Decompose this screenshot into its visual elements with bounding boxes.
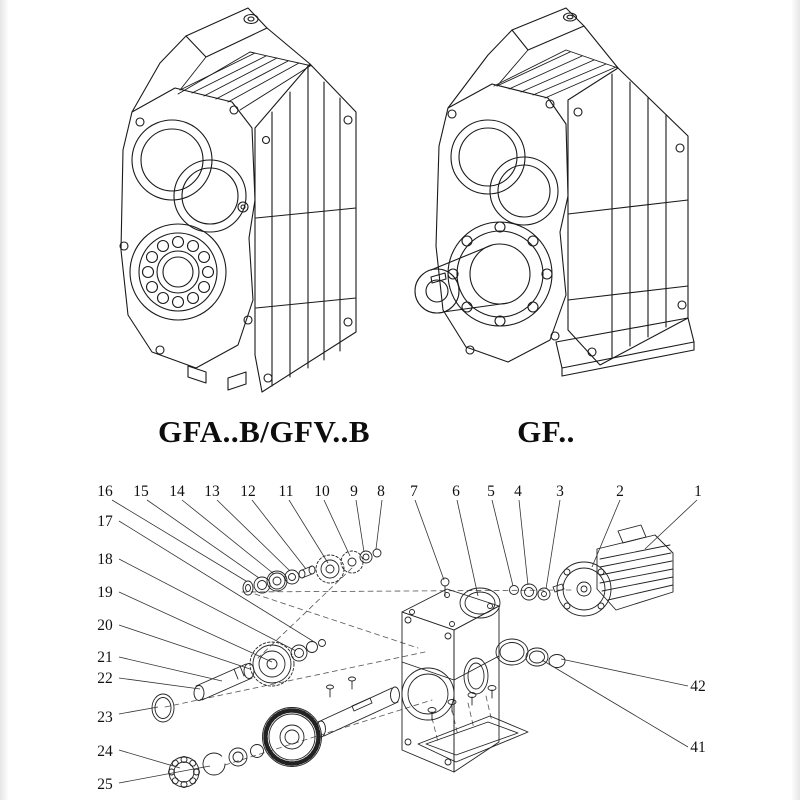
- callout-number: 14: [169, 483, 185, 500]
- callout-number: 23: [97, 709, 113, 726]
- front-face: [435, 83, 569, 363]
- cooling-fins: [493, 49, 619, 99]
- callout-number: 8: [377, 483, 385, 500]
- cooling-fins: [177, 51, 313, 111]
- callout-number: 17: [97, 513, 113, 530]
- callout-number: 16: [97, 483, 113, 500]
- callout-number: 11: [279, 483, 294, 500]
- output-shaft: [414, 244, 509, 314]
- side-panel: [254, 63, 357, 393]
- cover-plate: [417, 685, 529, 763]
- gearbox-right-drawing: [414, 7, 695, 377]
- callout-number: 21: [97, 649, 113, 666]
- callout-number: 20: [97, 617, 113, 634]
- callout-number: 2: [616, 483, 624, 500]
- assembly-axis-lines: [164, 567, 573, 766]
- callout-number: 6: [452, 483, 460, 500]
- callout-number: 15: [133, 483, 149, 500]
- gear-bores: [131, 119, 247, 233]
- side-panel: [567, 67, 689, 366]
- callout-number: 4: [514, 483, 522, 500]
- seal-rings: [459, 587, 566, 668]
- callout-number: 5: [487, 483, 495, 500]
- callout-number: 12: [240, 483, 256, 500]
- callout-number: 7: [410, 483, 418, 500]
- callout-number: 18: [97, 551, 113, 568]
- leader-lines: [111, 499, 698, 784]
- top-cap: [185, 7, 268, 58]
- gearbox-left-drawing: [119, 7, 357, 393]
- top-cap: [511, 7, 585, 51]
- model-label-right: GF..: [517, 414, 575, 449]
- callout-number: 24: [97, 743, 113, 760]
- callout-number: 19: [97, 584, 113, 601]
- callout-number: 3: [556, 483, 564, 500]
- callout-number: 25: [97, 776, 113, 793]
- input-shaft-parts: [151, 639, 326, 723]
- mounting-base: [555, 317, 695, 377]
- callout-number: 1: [694, 483, 702, 500]
- housing-bolts: [119, 105, 253, 355]
- output-shaft-parts: [168, 676, 400, 788]
- output-flange: [447, 221, 553, 327]
- model-label-left: GFA..B/GFV..B: [157, 414, 371, 449]
- coupling-parts: [509, 583, 565, 601]
- callout-numbers: 16 15 14 13 12 11 10 9 8 7 6 5 4 3 2 1 1…: [97, 483, 706, 793]
- exploded-view-drawing: [151, 524, 674, 788]
- callout-number: 9: [350, 483, 358, 500]
- callout-number: 13: [204, 483, 220, 500]
- motor-part: [556, 524, 674, 617]
- input-small-parts: [242, 548, 382, 596]
- front-face: [120, 87, 256, 369]
- callout-number: 22: [97, 670, 113, 687]
- gear-bores: [450, 119, 559, 226]
- callout-number: 10: [314, 483, 330, 500]
- housing-bolts: [447, 99, 560, 355]
- output-bearing: [129, 223, 227, 321]
- callout-number: 42: [690, 678, 706, 695]
- callout-number: 41: [690, 739, 706, 756]
